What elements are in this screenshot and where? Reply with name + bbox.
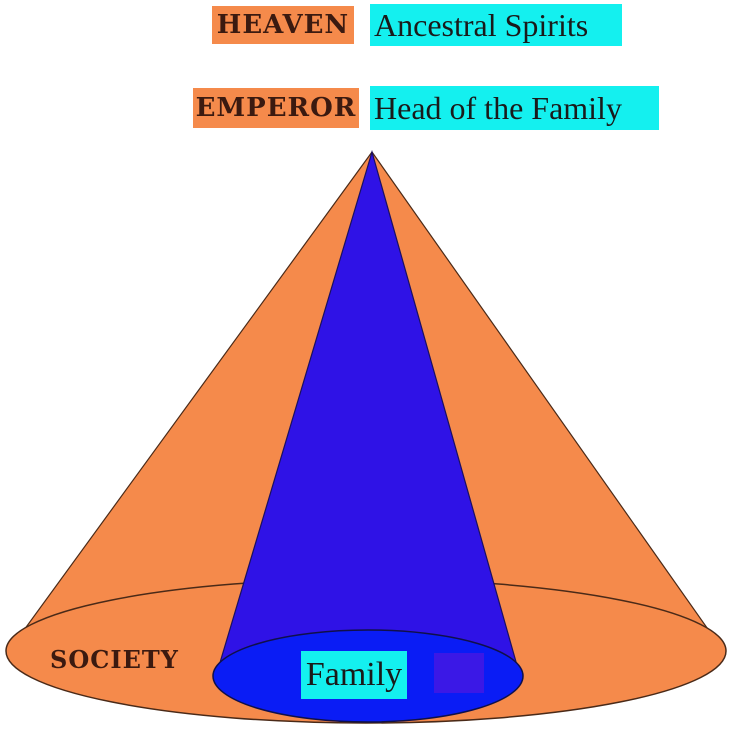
emperor-label: EMPEROR	[193, 88, 359, 128]
ancestral-spirits-label: Ancestral Spirits	[370, 4, 622, 46]
small-square	[434, 653, 484, 693]
heaven-label: HEAVEN	[212, 6, 354, 44]
society-label: SOCIETY	[50, 645, 179, 674]
head-of-family-label: Head of the Family	[370, 86, 659, 130]
family-label: Family	[301, 651, 407, 699]
